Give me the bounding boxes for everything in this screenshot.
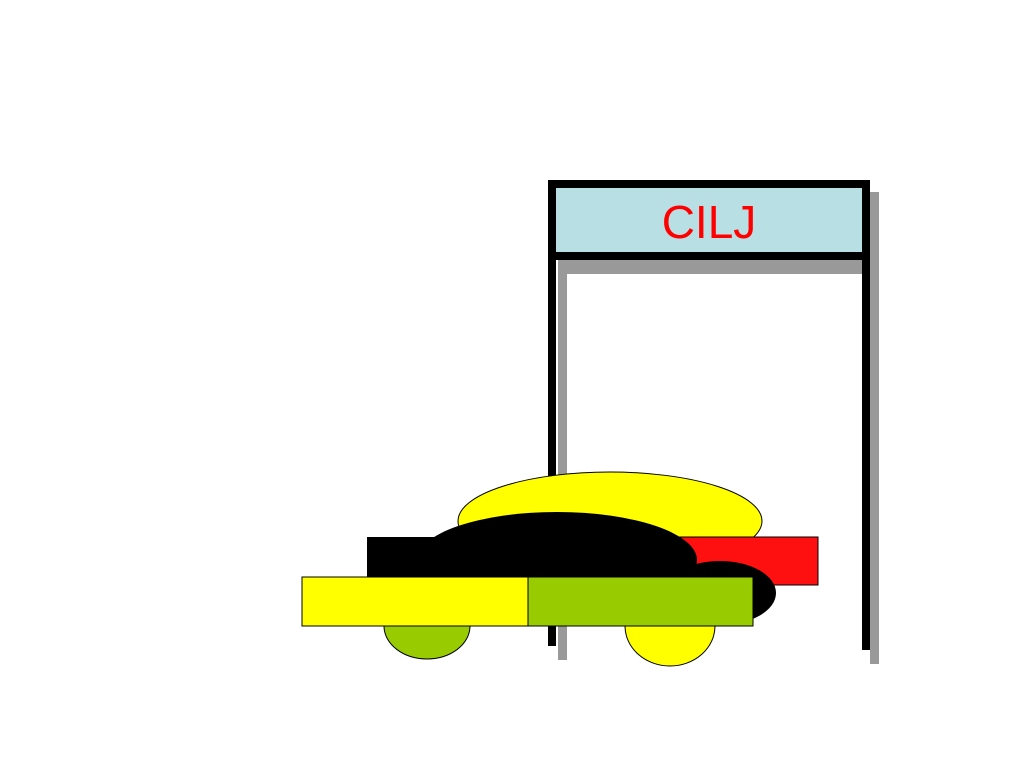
finish-gate-shadow <box>558 192 879 664</box>
sign-panel <box>548 180 870 260</box>
crossbar-shadow <box>558 258 879 274</box>
left-post-shadow <box>558 258 567 660</box>
car-front-body <box>301 576 529 627</box>
sign-label: CILJ <box>662 196 757 248</box>
right-post <box>862 180 870 650</box>
finish-gate: CILJ <box>548 180 870 650</box>
left-post <box>548 180 556 646</box>
car-front-wheel <box>383 625 471 660</box>
car-rear-wheel <box>624 625 716 667</box>
car <box>301 471 819 667</box>
right-post-shadow <box>870 192 879 664</box>
car-rear-body <box>527 576 754 627</box>
